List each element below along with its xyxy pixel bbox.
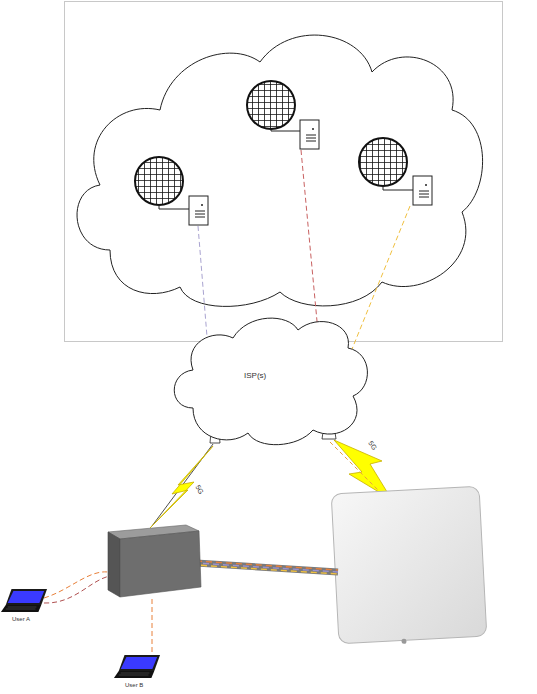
cable	[196, 561, 338, 570]
frame	[65, 2, 503, 342]
tower-symbol	[319, 394, 339, 439]
laptop: User A	[0, 588, 48, 614]
globe-server	[247, 81, 319, 149]
tower-symbol	[205, 397, 225, 443]
cloud-shape	[168, 308, 373, 448]
cable	[196, 565, 338, 574]
link-label: 5G	[194, 484, 205, 496]
lightning-bolt	[150, 446, 213, 528]
antenna-panel	[331, 486, 487, 647]
laptop-icon	[113, 654, 161, 680]
isp-cloud: ISP(s)	[168, 308, 373, 448]
user-label: User B	[125, 682, 143, 688]
router-box	[108, 525, 201, 597]
user-label: User A	[12, 616, 30, 622]
laptop: User B	[113, 654, 161, 680]
link-line	[152, 599, 153, 652]
globe-server	[359, 138, 432, 205]
cable	[196, 563, 338, 572]
laptop-icon	[0, 588, 48, 614]
internet-cloud	[77, 35, 483, 306]
link-line	[44, 576, 110, 603]
cable	[196, 563, 338, 572]
link-line	[301, 150, 324, 396]
link-label: 5G	[367, 440, 378, 452]
globe-server	[135, 157, 208, 225]
link-line	[198, 226, 212, 398]
cloud-label: ISP(s)	[244, 371, 266, 380]
link-line	[333, 206, 410, 396]
